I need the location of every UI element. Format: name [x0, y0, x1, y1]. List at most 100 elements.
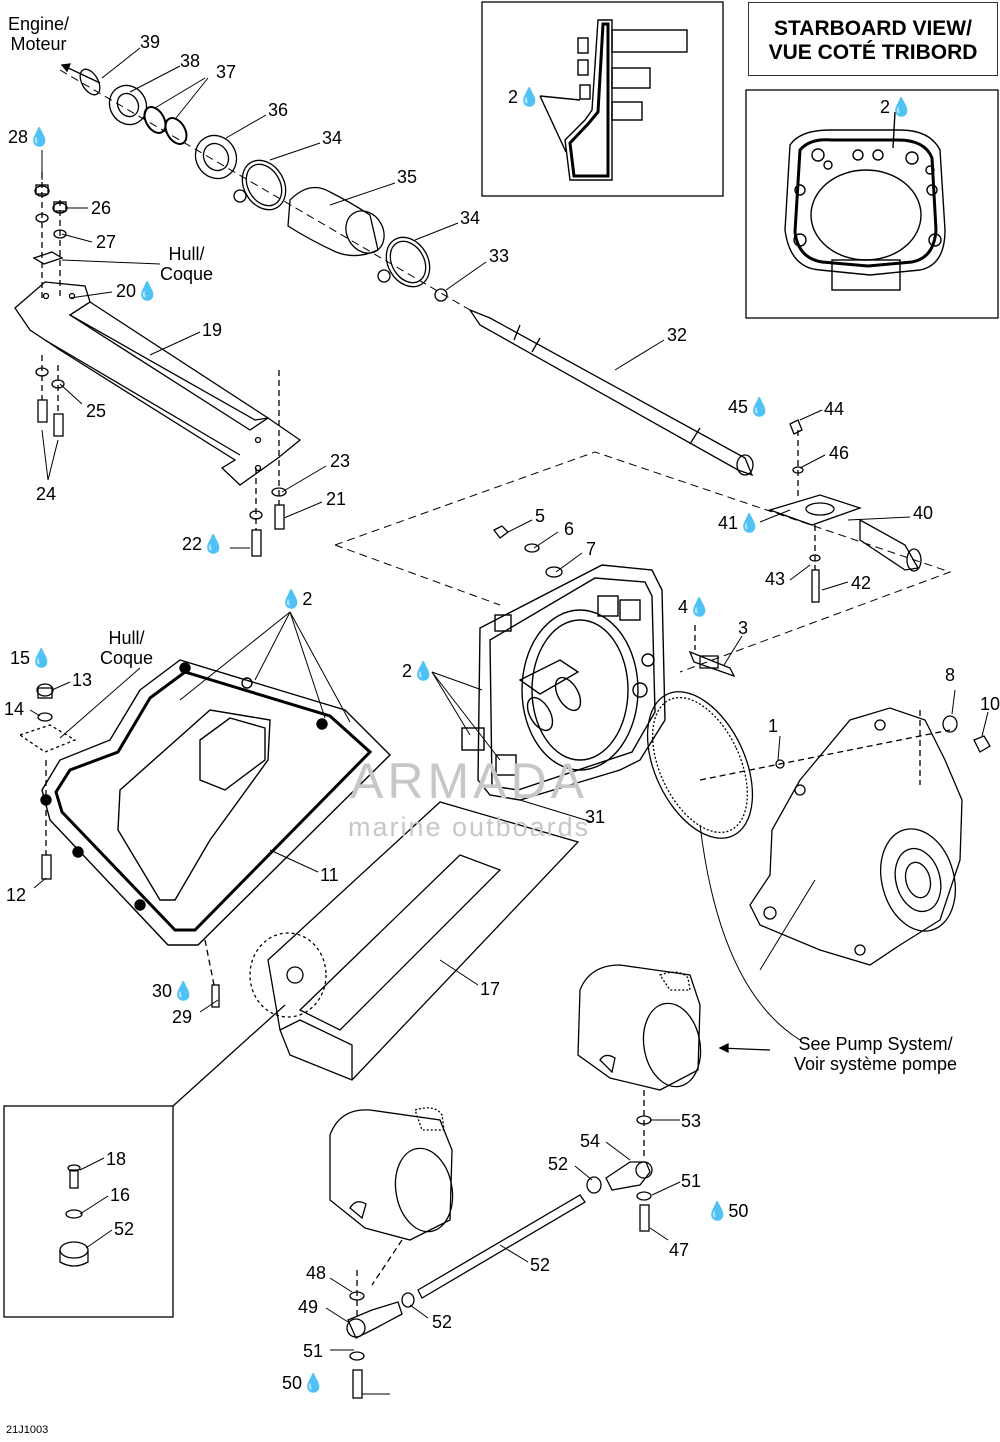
callout-14: 14: [4, 699, 25, 719]
callout-27: 27: [96, 232, 117, 252]
ring-seal: [646, 691, 754, 839]
central-housing: [461, 564, 666, 801]
callout-5: 5: [535, 506, 546, 526]
callout-3: 3: [738, 618, 749, 638]
pump-cover-right: [577, 964, 771, 1091]
oil-drop-icon: 💧: [28, 127, 51, 147]
callout-51-left: 50💧: [282, 1373, 325, 1393]
callout-18: 16: [110, 1185, 131, 1205]
oil-drop-icon: 💧: [302, 1373, 325, 1393]
callout-45: 45💧: [728, 397, 771, 417]
view-title-line-2: VUE COTÉ TRIBORD: [768, 41, 978, 64]
callout-2-inset-starboard: 2💧: [880, 97, 913, 117]
callout-42: 42: [851, 573, 872, 593]
see-pump-system-label: See Pump System/ Voir système pompe: [794, 1034, 958, 1074]
view-title-box: STARBOARD VIEW/ VUE COTÉ TRIBORD: [748, 2, 998, 76]
callout-15: 15💧: [10, 648, 53, 668]
inset-seal-plate: [784, 111, 946, 291]
inset-bottom-parts: [59, 1004, 286, 1267]
callout-32: 32: [667, 325, 688, 345]
housing-hardware: [493, 525, 736, 678]
callout-2-housing: 2💧: [402, 661, 435, 681]
callout-2-inset-top: 2💧: [508, 87, 541, 107]
callout-52-b: 51: [681, 1171, 702, 1191]
shaft-axis: [59, 69, 471, 311]
engine-label: Engine/ Moteur: [8, 14, 70, 54]
callout-35: 35: [397, 167, 418, 187]
left-hardware: [32, 172, 287, 557]
callout-54: 52: [548, 1154, 569, 1174]
callout-52-d: 51: [303, 1341, 324, 1361]
oil-drop-icon: 💧: [738, 513, 761, 533]
callout-25: 25: [86, 401, 107, 421]
drawing-code: 21J1003: [6, 1424, 49, 1436]
callout-4: 4💧: [678, 597, 711, 617]
left-small-parts: [18, 683, 220, 1008]
oil-drop-icon: 💧: [518, 87, 541, 107]
callout-48: 49: [298, 1297, 319, 1317]
hull-cover: [40, 659, 391, 946]
callout-29: 17: [480, 979, 501, 999]
oil-drop-icon: 💧: [412, 661, 435, 681]
inset-plate-profile: [539, 19, 688, 181]
callout-47: 52: [530, 1255, 551, 1275]
callout-43: 43: [765, 569, 786, 589]
oil-drop-icon: 💧: [280, 589, 303, 609]
callout-17: 18: [106, 1149, 127, 1169]
leader-lines: [29, 47, 989, 1395]
callout-24: 24: [36, 484, 57, 504]
linkage-rod: [346, 1090, 653, 1399]
callout-52-c: 48: [306, 1263, 327, 1283]
callout-10: 1: [768, 716, 779, 736]
callout-26: 26: [91, 198, 112, 218]
callout-49: 52: [432, 1312, 453, 1332]
callout-38: 38: [180, 51, 201, 71]
hull-plate: [249, 801, 580, 1081]
watermark-tagline: marine outboards: [348, 812, 591, 842]
callout-16: 52: [114, 1219, 135, 1239]
callout-33: 33: [489, 246, 510, 266]
callout-44: 44: [824, 399, 845, 419]
callout-6: 6: [564, 519, 575, 539]
callout-12: 12: [6, 885, 27, 905]
callout-52-a: 53: [681, 1111, 702, 1131]
callout-22: 22💧: [182, 534, 225, 554]
inset-frame-top: [481, 1, 724, 197]
hull-label-left: Hull/ Coque: [100, 628, 154, 668]
callout-41: 41💧: [718, 513, 761, 533]
oil-drop-icon: 💧: [202, 534, 225, 554]
callout-20: 20💧: [116, 281, 159, 301]
watermark-brand: ARMADA: [350, 753, 588, 809]
callout-7: 7: [586, 539, 597, 559]
callout-50-right: 47: [669, 1240, 690, 1260]
callout-28: 28💧: [8, 127, 51, 147]
oil-drop-icon: 💧: [890, 97, 913, 117]
callout-23: 23: [330, 451, 351, 471]
callout-30: 29: [172, 1007, 193, 1027]
dashed-region: [334, 451, 952, 673]
callout-40: 40: [913, 503, 934, 523]
callout-46: 46: [829, 443, 850, 463]
oil-drop-icon: 💧: [172, 981, 195, 1001]
callout-19: 19: [202, 320, 223, 340]
pump-housing: [699, 707, 991, 966]
inset-frame-bottom-left: [3, 1105, 174, 1318]
callout-37: 37: [216, 62, 237, 82]
callout-39: 39: [140, 32, 161, 52]
hull-label-top: Hull/ Coque: [160, 244, 214, 284]
callout-31: 30💧: [152, 981, 195, 1001]
callout-51-right: 💧50: [706, 1201, 749, 1221]
shaft-assembly: [60, 63, 754, 477]
inset-frame-starboard: [745, 89, 999, 319]
oil-drop-icon: 💧: [30, 648, 53, 668]
callout-36: 36: [268, 100, 289, 120]
oil-drop-icon: 💧: [748, 397, 771, 417]
callout-2-cover: 💧392: [280, 589, 313, 609]
pump-cover-left: [329, 1107, 454, 1286]
callout-53: 54: [580, 1131, 601, 1151]
view-title-line-1: STARBOARD VIEW/: [774, 17, 972, 40]
callout-8: 10: [980, 694, 1000, 714]
tube-assembly: [767, 419, 922, 603]
